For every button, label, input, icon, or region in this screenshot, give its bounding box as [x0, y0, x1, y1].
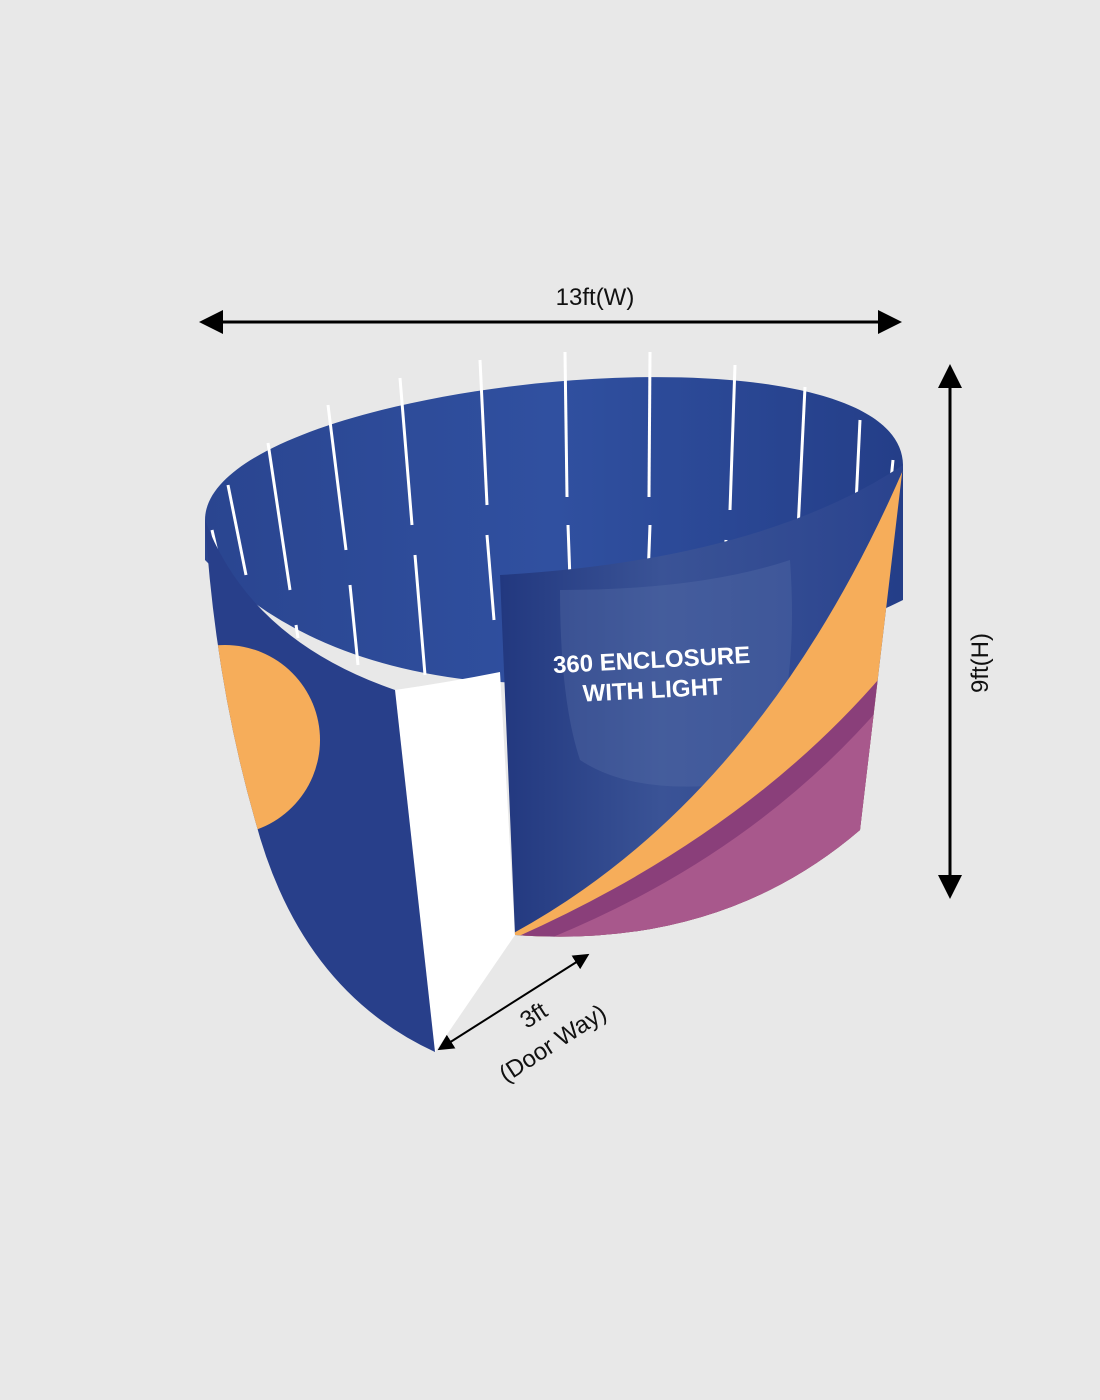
light-bar: [294, 624, 300, 639]
light-bar: [226, 484, 248, 576]
light-bar: [647, 351, 652, 498]
door-width-arrow: [437, 953, 590, 1051]
light-bar: [796, 386, 807, 531]
light-bar: [478, 359, 489, 506]
height-label: 9ft(H): [967, 633, 994, 693]
width-label: 13ft(W): [556, 284, 635, 311]
light-bar: [413, 554, 427, 676]
light-bar: [348, 584, 360, 666]
orange-circle-graphic: [205, 645, 320, 835]
light-highlight: [560, 560, 792, 787]
door-width-label: 3ft: [515, 997, 552, 1034]
light-bar: [326, 404, 348, 551]
light-bar: [563, 351, 569, 498]
light-bar: [485, 534, 496, 621]
door-caption: (Door Way): [494, 999, 611, 1088]
light-bar: [398, 377, 414, 526]
light-bar: [728, 364, 737, 511]
light-bar: [266, 442, 292, 591]
